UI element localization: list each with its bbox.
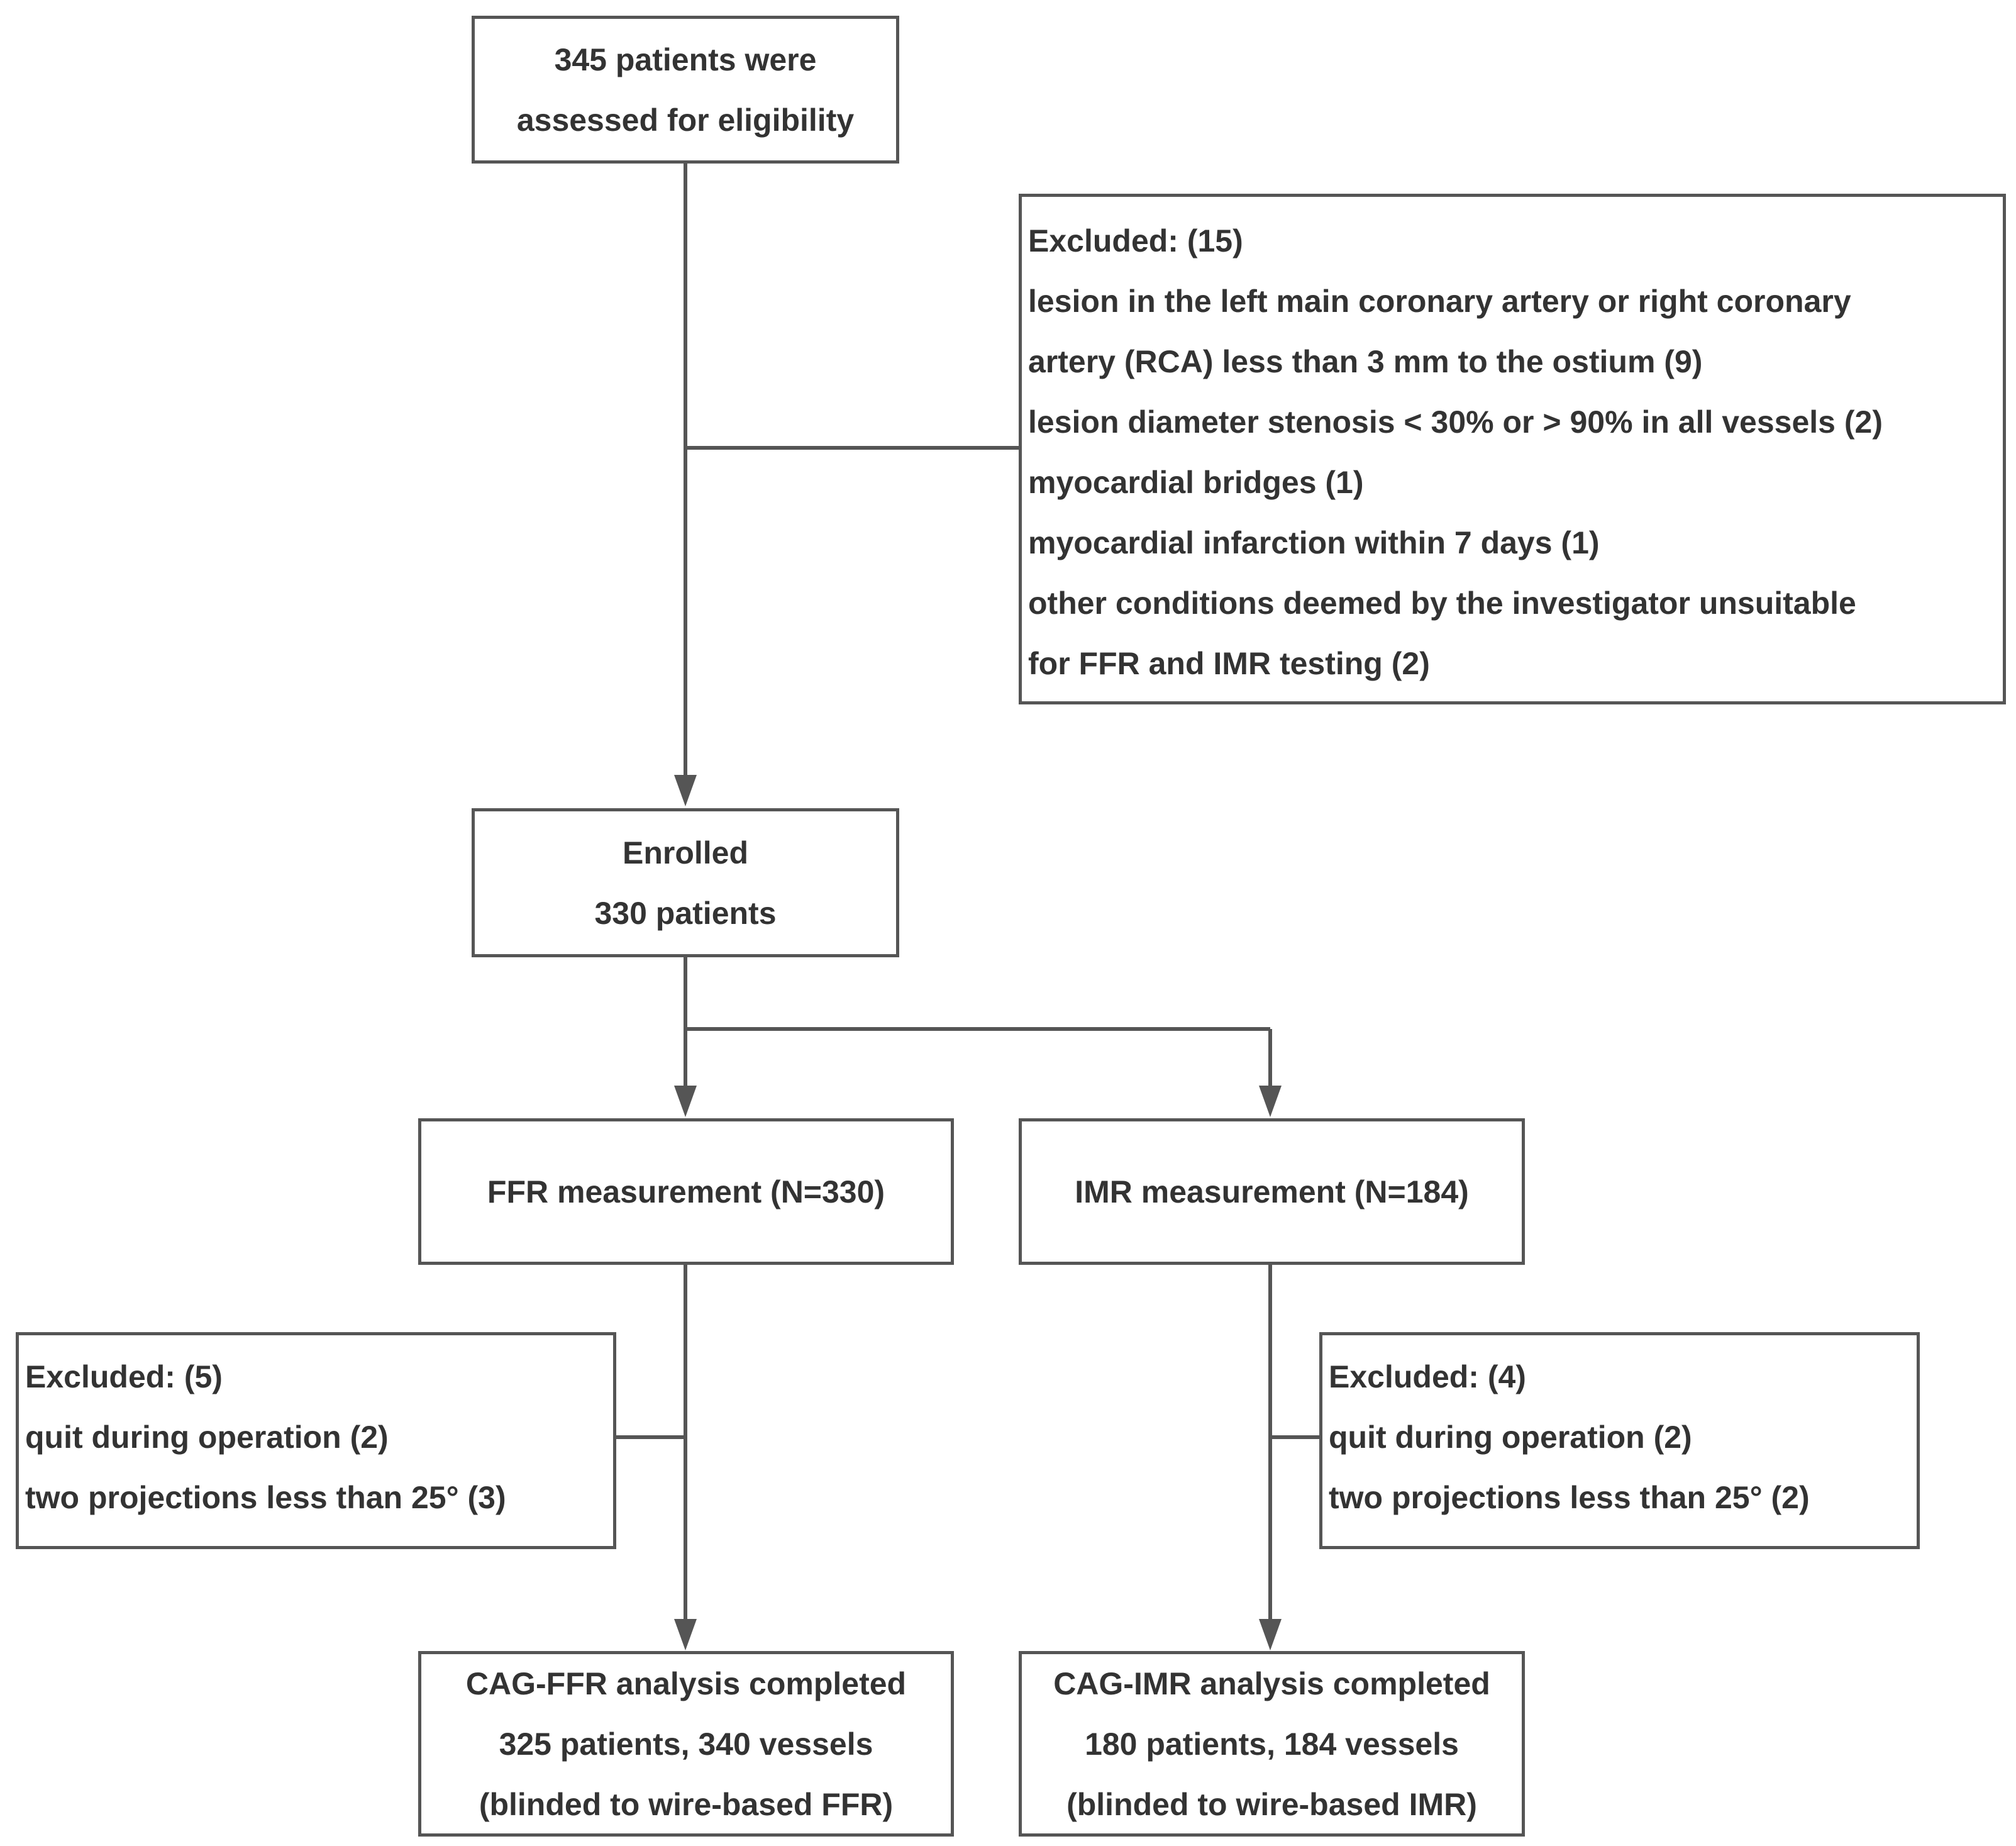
arrowhead-to-ffr — [674, 1086, 697, 1117]
cag-ffr-box: CAG-FFR analysis completed 325 patients,… — [418, 1651, 954, 1837]
cag-imr-line: 180 patients, 184 vessels — [1085, 1726, 1459, 1762]
excluded-main-line: lesion diameter stenosis < 30% or > 90% … — [1028, 404, 1883, 440]
imr-measurement-label: IMR measurement (N=184) — [1075, 1174, 1469, 1209]
excluded-main-line: artery (RCA) less than 3 mm to the ostiu… — [1028, 344, 1703, 379]
cag-ffr-line: 325 patients, 340 vessels — [499, 1726, 873, 1762]
enrolled-box: Enrolled 330 patients — [472, 808, 899, 957]
excluded-main-box: Excluded: (15) lesion in the left main c… — [1019, 194, 2006, 704]
assessed-box: 345 patients were assessed for eligibili… — [472, 16, 899, 164]
arrowhead-to-cag-ffr — [674, 1619, 697, 1650]
imr-measurement-box: IMR measurement (N=184) — [1019, 1118, 1525, 1265]
enrolled-line: 330 patients — [594, 895, 777, 931]
excluded-main-line: lesion in the left main coronary artery … — [1028, 284, 1851, 319]
cag-imr-box: CAG-IMR analysis completed 180 patients,… — [1019, 1651, 1525, 1837]
ffr-measurement-label: FFR measurement (N=330) — [487, 1174, 885, 1209]
excluded-ffr-box: Excluded: (5) quit during operation (2) … — [16, 1332, 616, 1549]
excluded-main-title: Excluded: (15) — [1028, 223, 1243, 259]
excluded-main-line: other conditions deemed by the investiga… — [1028, 586, 1856, 621]
arrowhead-to-cag-imr — [1259, 1619, 1282, 1650]
cag-imr-line: (blinded to wire-based IMR) — [1066, 1786, 1477, 1822]
arrowhead-to-imr — [1259, 1086, 1282, 1117]
assessed-line: 345 patients were — [554, 42, 817, 77]
cag-ffr-line: CAG-FFR analysis completed — [465, 1665, 907, 1701]
enrolled-line: Enrolled — [622, 835, 749, 870]
cag-imr-line: CAG-IMR analysis completed — [1053, 1665, 1490, 1701]
excluded-imr-box: Excluded: (4) quit during operation (2) … — [1319, 1332, 1920, 1549]
excluded-ffr-line: two projections less than 25° (3) — [25, 1480, 506, 1515]
excluded-imr-line: two projections less than 25° (2) — [1329, 1480, 1810, 1515]
excluded-main-line: myocardial bridges (1) — [1028, 465, 1364, 500]
excluded-main-line: for FFR and IMR testing (2) — [1028, 646, 1430, 681]
ffr-measurement-box: FFR measurement (N=330) — [418, 1118, 954, 1265]
excluded-main-line: myocardial infarction within 7 days (1) — [1028, 525, 1600, 560]
arrowhead-to-enrolled — [674, 775, 697, 806]
excluded-ffr-title: Excluded: (5) — [25, 1359, 223, 1394]
cag-ffr-line: (blinded to wire-based FFR) — [479, 1786, 894, 1822]
assessed-line: assessed for eligibility — [516, 102, 855, 138]
excluded-ffr-line: quit during operation (2) — [25, 1420, 389, 1455]
excluded-imr-line: quit during operation (2) — [1329, 1420, 1692, 1455]
excluded-imr-title: Excluded: (4) — [1329, 1359, 1526, 1394]
